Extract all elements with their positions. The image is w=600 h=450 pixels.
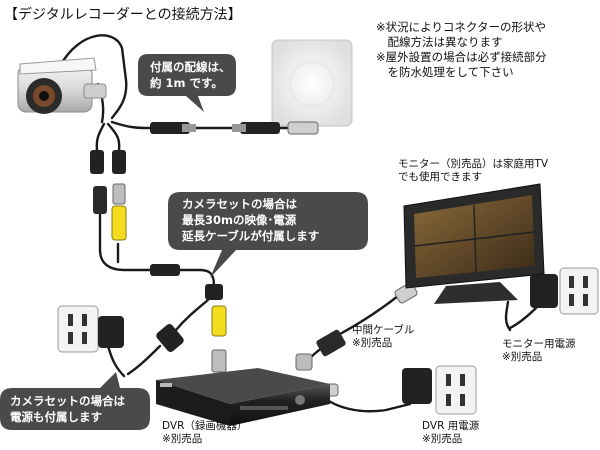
wall-outlet-dvr: [435, 365, 477, 415]
callout-camera-set-cable-text: カメラセットの場合は 最長30mの映像･電源 延長ケーブルが付属します: [182, 197, 320, 243]
callout-camera-set-cable: [168, 192, 368, 278]
monitor-label: モニター（別売品）は家庭用TV でも使用できます: [398, 158, 549, 183]
connectors: [90, 121, 418, 397]
monitor: [403, 183, 545, 304]
wall-outlet-left: [57, 305, 99, 353]
adapter-left: [98, 316, 124, 348]
wall-outlet-monitor: [559, 267, 599, 315]
note-line: ※屋外設置の場合は必ず接続部分: [376, 50, 547, 64]
bullet-camera: [17, 57, 107, 114]
callout-camera-set-power: [0, 372, 150, 430]
callout-included-cable: [138, 54, 236, 112]
note-line: を防水処理をして下さい: [376, 65, 514, 79]
adapter-monitor: [530, 274, 558, 308]
diagram-title: 【デジタルレコーダーとの接続方法】: [4, 7, 242, 23]
note-line: 配線方法は異なります: [376, 35, 503, 49]
installation-notes: ※状況によりコネクターの形状や 配線方法は異なります ※屋外設置の場合は必ず接続…: [376, 20, 547, 80]
intermediate-cable-label: 中間ケーブル ※別売品: [352, 324, 415, 349]
speaker-box: [271, 39, 353, 127]
dvr-label: DVR（録画機器） ※別売品: [162, 420, 248, 445]
dvr-recorder: [156, 368, 330, 426]
adapter-dvr: [402, 368, 432, 404]
callout-included-cable-text: 付属の配線は、 約 1m です。: [150, 60, 231, 90]
cable-lines: [58, 34, 540, 413]
monitor-power-label: モニター用電源 ※別売品: [502, 338, 576, 363]
callout-camera-set-power-text: カメラセットの場合は 電源も付属します: [10, 394, 125, 424]
note-line: ※状況によりコネクターの形状や: [376, 20, 546, 34]
dvr-power-label: DVR 用電源 ※別売品: [422, 420, 480, 445]
